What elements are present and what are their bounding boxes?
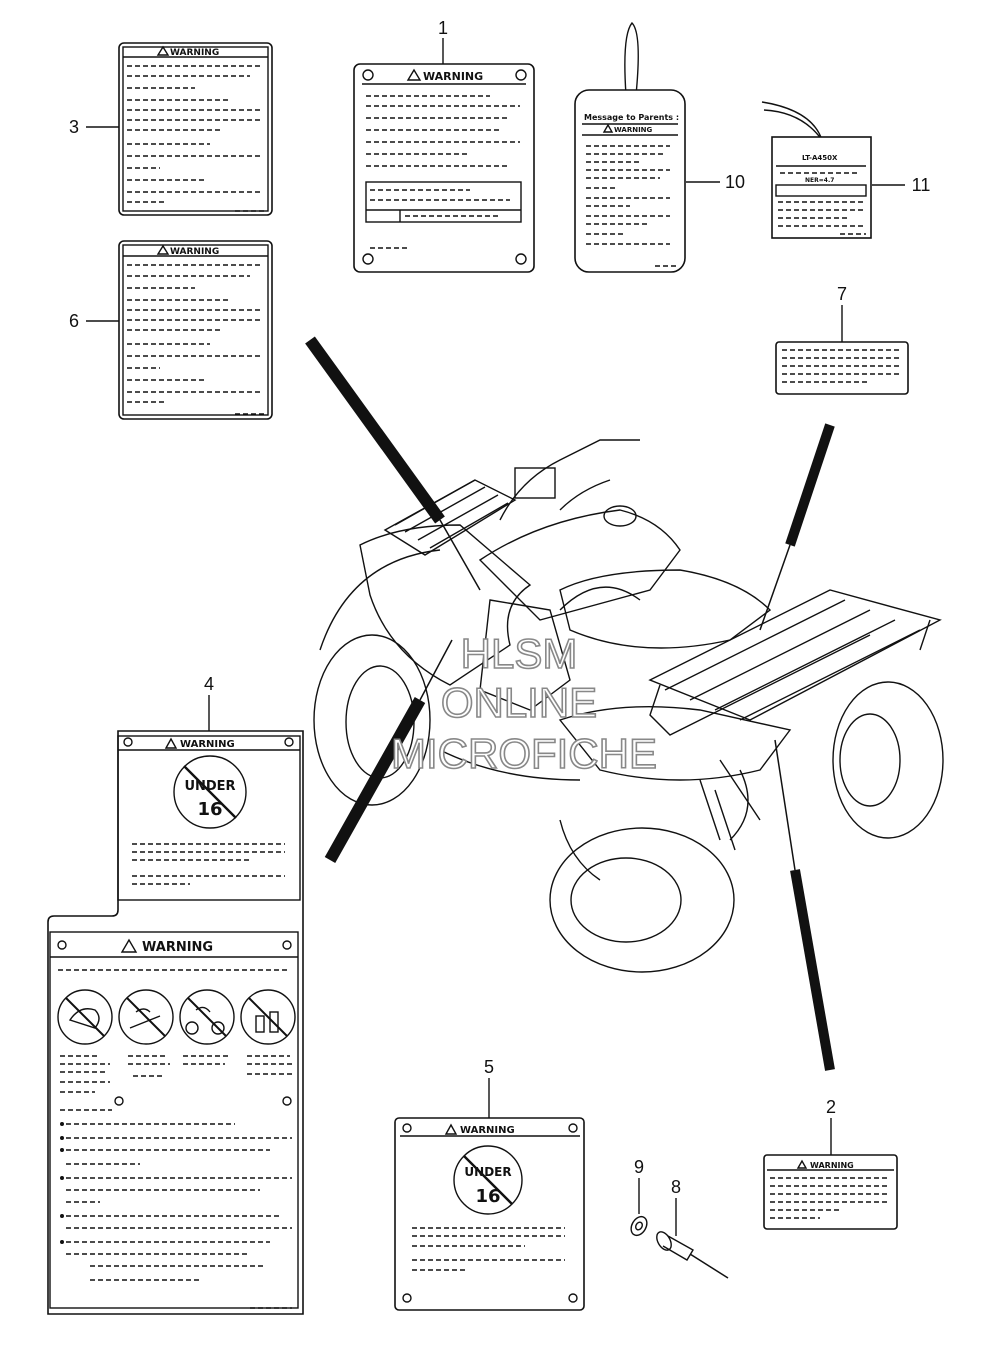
callout-1: 1: [438, 18, 448, 38]
message-to-parents: Message to Parents :: [584, 113, 679, 122]
ner-value: NER=4.7: [805, 177, 834, 184]
atv-illustration: [313, 439, 944, 973]
warning-heading: WARNING: [460, 1125, 515, 1136]
label-part-10: Message to Parents : WARNING: [574, 21, 686, 273]
label-part-1: WARNING: [353, 63, 535, 273]
label-part-5: WARNING UNDER 16: [394, 1117, 585, 1311]
warning-triangle-icon: [602, 123, 614, 133]
callout-2: 2: [826, 1097, 836, 1117]
pointer-lines: [305, 336, 835, 1071]
label-part-6: WARNING: [118, 240, 273, 420]
rivet-part-8: [656, 1231, 729, 1279]
label-part-7: [775, 341, 909, 395]
callout-5: 5: [484, 1057, 494, 1077]
under-text: UNDER: [464, 1165, 511, 1179]
warning-triangle-icon: [156, 244, 170, 255]
age-text: 16: [197, 799, 222, 820]
callout-10: 10: [725, 172, 745, 192]
watermark-line-2: ONLINE: [441, 679, 597, 726]
callout-7: 7: [837, 284, 847, 304]
warning-triangle-icon: [164, 737, 178, 749]
callout-numbers: 1 3 6 10 11 7 4 5 2 9 8: [69, 18, 930, 1197]
warning-heading: WARNING: [170, 48, 219, 58]
warning-triangle-icon: [156, 45, 170, 56]
watermark: HLSM ONLINE MICROFICHE: [390, 629, 658, 778]
no-under-16-rider-icon: [179, 989, 235, 1045]
watermark-line-3: MICROFICHE: [391, 730, 657, 777]
warning-heading: WARNING: [423, 70, 483, 83]
model-tag: LT-A450X: [802, 154, 838, 162]
warning-triangle-icon: [796, 1159, 808, 1169]
callout-9: 9: [634, 1157, 644, 1177]
no-passenger-icon: [57, 989, 113, 1045]
age-text: 16: [475, 1186, 500, 1207]
warning-heading: WARNING: [142, 940, 213, 955]
callout-4: 4: [204, 674, 214, 694]
label-part-4: WARNING UNDER 16 WARNING: [47, 730, 304, 1315]
warning-heading: WARNING: [810, 1161, 854, 1170]
warning-triangle-icon: [406, 68, 422, 81]
no-pavement-icon: [118, 989, 174, 1045]
label-part-11: LT-A450X NER=4.7: [761, 101, 872, 239]
label-part-2: WARNING: [763, 1154, 898, 1230]
warning-heading: WARNING: [614, 126, 653, 134]
warning-triangle-icon: [120, 938, 138, 953]
prohibition-icons: [57, 989, 296, 1045]
callout-6: 6: [69, 311, 79, 331]
callout-11: 11: [912, 175, 931, 195]
callout-3: 3: [69, 117, 79, 137]
warning-heading: WARNING: [170, 247, 219, 257]
under-16-icon: UNDER 16: [453, 1145, 523, 1215]
no-drugs-alcohol-icon: [240, 989, 296, 1045]
under-text: UNDER: [184, 779, 235, 794]
callout-leaders: [86, 38, 905, 1236]
label-part-3: WARNING: [118, 42, 273, 216]
callout-8: 8: [671, 1177, 681, 1197]
washer-part-9: [630, 1215, 648, 1237]
watermark-line-1: HLSM: [461, 630, 578, 677]
warning-triangle-icon: [444, 1123, 458, 1135]
warning-heading: WARNING: [180, 739, 235, 750]
under-16-icon: UNDER 16: [173, 755, 247, 829]
